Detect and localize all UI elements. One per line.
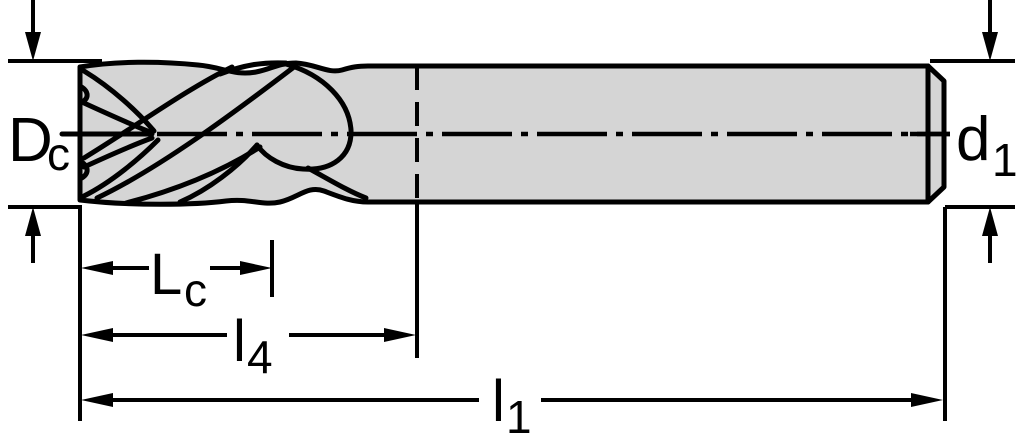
label-flute-length: l 4 (233, 309, 273, 383)
label-shank-diameter: d 1 (956, 105, 1018, 186)
dc-arrowhead-top (25, 32, 41, 61)
l1-arrowhead-left (81, 393, 113, 407)
label-length-of-cut: L c (150, 242, 207, 316)
d1-arrowhead-top (982, 32, 998, 61)
dimension-lc (81, 240, 274, 297)
label-cutting-diameter: D c (8, 106, 70, 180)
l4-arrowhead-left (81, 328, 113, 342)
dc-arrowhead-bottom (25, 207, 41, 236)
dimension-d1 (930, 0, 1015, 263)
dimension-l4 (81, 66, 419, 358)
flute-helix-lines (81, 60, 369, 206)
lc-arrowhead-right (240, 261, 272, 275)
dimension-dc (8, 0, 102, 263)
flute-runout-curve (254, 61, 354, 172)
dimension-l1 (78, 207, 947, 421)
d1-arrowhead-bottom (982, 207, 998, 236)
l1-arrowhead-right (911, 393, 943, 407)
lc-arrowhead-left (81, 261, 113, 275)
label-overall-length: l 1 (492, 369, 532, 443)
l4-arrowhead-right (384, 328, 416, 342)
